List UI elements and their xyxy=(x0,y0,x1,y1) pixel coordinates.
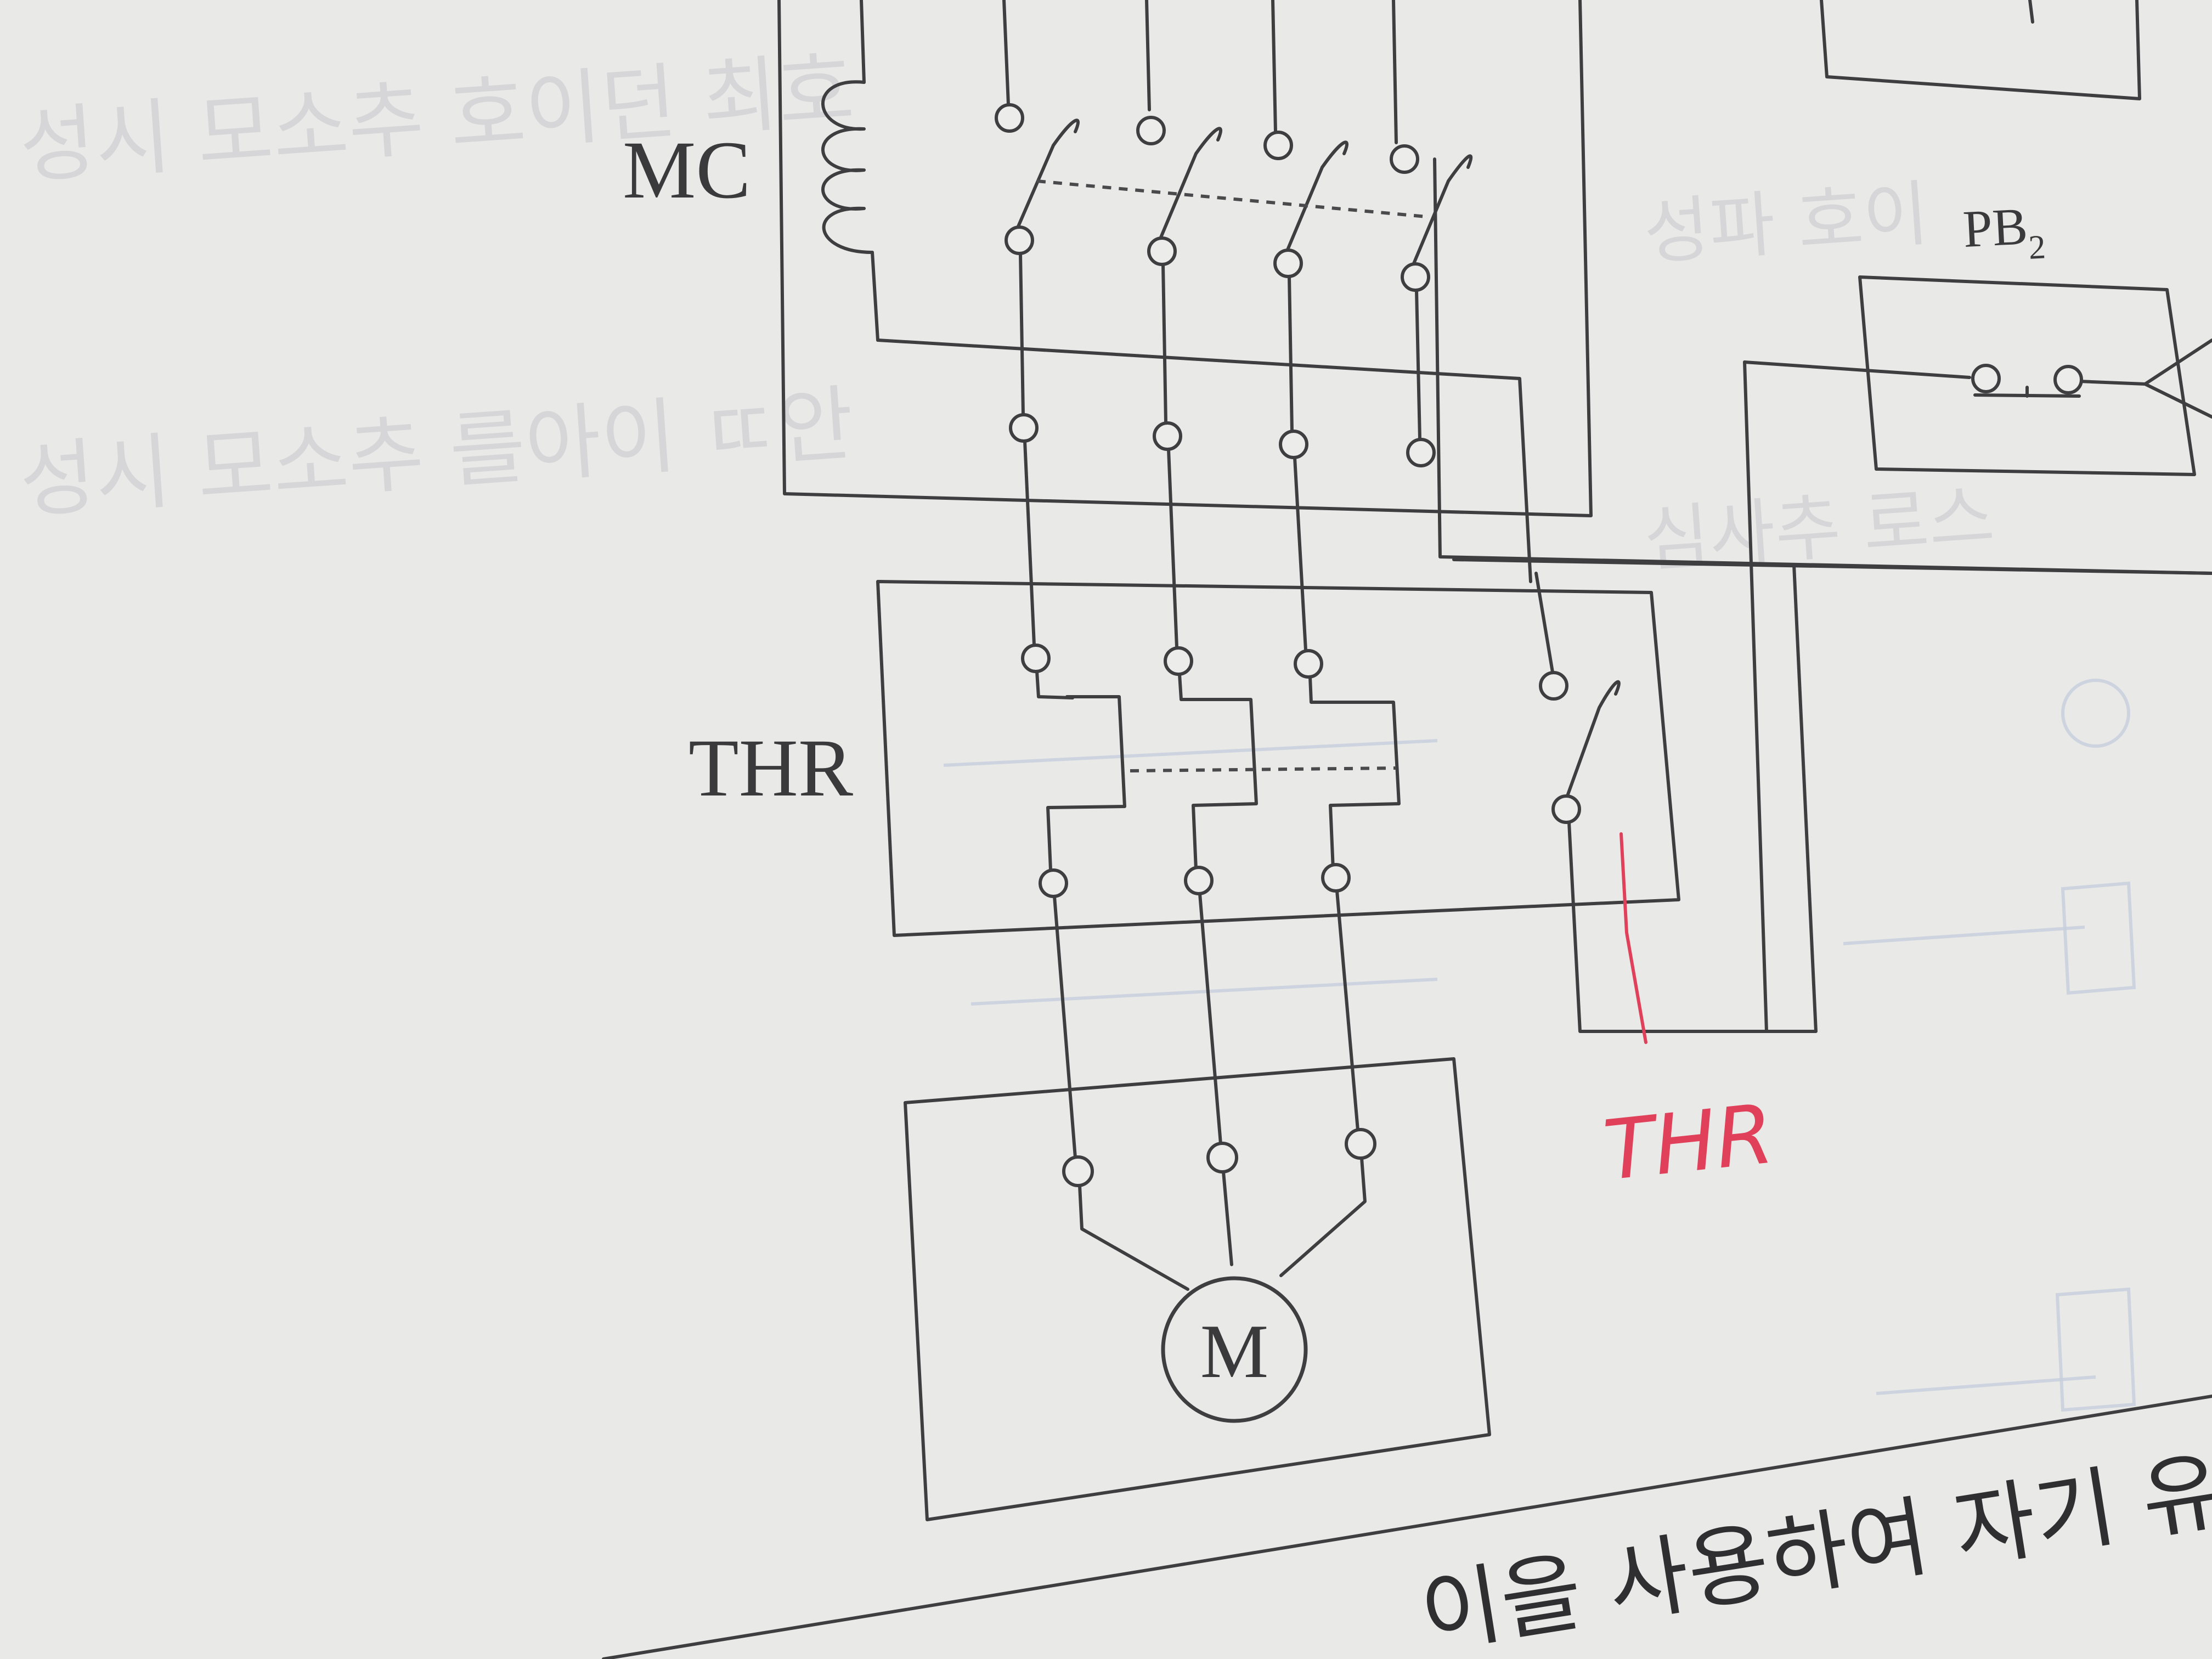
thr-label: THR xyxy=(689,723,853,814)
thr-overload-relay: THR xyxy=(689,439,1768,1033)
pb2-return-path xyxy=(1743,360,1818,1033)
pb2-terminal-right xyxy=(2053,365,2083,394)
mc-mechanical-link xyxy=(1036,179,1427,218)
handwritten-annotation: THR xyxy=(1600,832,1778,1199)
motor-unit: M xyxy=(904,889,1491,1521)
mc-label: MC xyxy=(623,125,751,216)
section-divider xyxy=(602,1395,2212,1659)
mc-contacts xyxy=(995,0,1473,467)
handwritten-note: THR xyxy=(1600,1086,1778,1199)
motor-label: M xyxy=(1200,1309,1268,1394)
bleed-through-marks: 성시 모소추 호이던 최호 성시 모소추 를아이 ㄸ안 성파 호이 심사추 로스 xyxy=(16,42,2136,1412)
pb2-label: PB2 xyxy=(1961,195,2046,270)
return-wire xyxy=(876,338,2212,583)
body-text-fragment: 이을 사용하여 자기 유 xyxy=(1414,1438,2212,1659)
pb2-terminal-left xyxy=(1971,364,2001,393)
svg-text:성파 호이: 성파 호이 xyxy=(1641,172,1932,275)
svg-text:성시 모소추 를아이 ㄸ안: 성시 모소추 를아이 ㄸ안 xyxy=(16,376,856,530)
thr-mechanical-link xyxy=(1130,766,1397,772)
outer-control-loop xyxy=(777,0,1593,517)
motor-circle xyxy=(1161,1276,1308,1423)
upper-right-box xyxy=(1820,0,2141,100)
pb2-pushbutton: PB2 xyxy=(1743,195,2212,476)
mc-coil: MC xyxy=(623,0,879,342)
